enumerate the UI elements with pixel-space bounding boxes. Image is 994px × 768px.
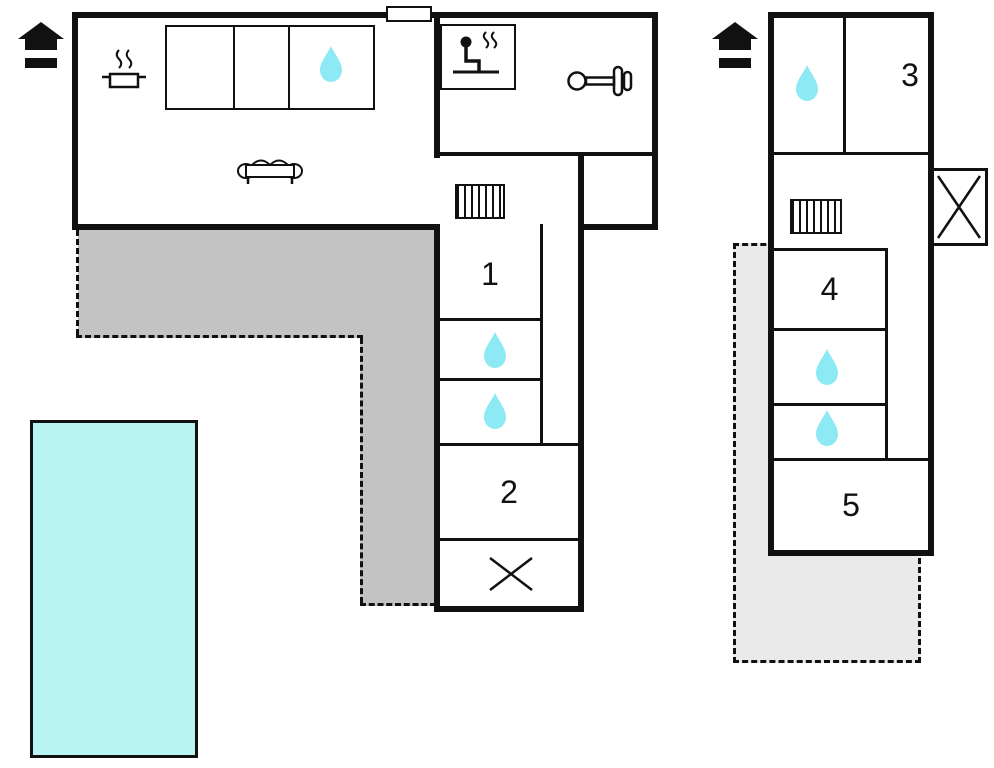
- house-icon: [712, 22, 758, 68]
- annex-interior: [771, 15, 931, 553]
- wall-segment: [771, 152, 931, 155]
- room-3-label: 3: [901, 56, 919, 93]
- terrace: [360, 230, 434, 606]
- swimming-pool: [30, 420, 198, 758]
- room-4-label: 4: [820, 271, 839, 307]
- door: [386, 6, 432, 22]
- wall-segment: [771, 403, 888, 406]
- water-drop-icon: [484, 393, 506, 429]
- wall-segment: [578, 152, 584, 612]
- terrace-edge: [76, 335, 363, 338]
- wall-segment: [434, 606, 584, 612]
- wall-segment: [771, 328, 888, 331]
- closet-divider: [233, 27, 235, 108]
- cross-icon: [489, 557, 533, 591]
- wall-segment: [72, 224, 440, 230]
- house-icon: [18, 22, 64, 68]
- wall-segment: [885, 248, 888, 461]
- closet-divider: [288, 27, 290, 108]
- water-drop-icon: [484, 332, 506, 368]
- sauna-person-icon: [453, 31, 499, 74]
- stairs-icon: [790, 199, 842, 234]
- room-5-label: 5: [842, 487, 860, 523]
- terrace-edge: [76, 230, 79, 335]
- cross-icon: [936, 175, 982, 239]
- water-drop-icon: [320, 46, 342, 82]
- wall-segment: [434, 224, 440, 612]
- wall-segment: [768, 12, 934, 18]
- wall-segment: [440, 538, 578, 541]
- wall-segment: [768, 550, 934, 556]
- water-drop-icon: [816, 349, 838, 385]
- wall-segment: [440, 378, 543, 381]
- dumbbell-icon: [567, 65, 633, 97]
- room-2-label: 2: [500, 473, 518, 510]
- sauna-cabin: [440, 24, 516, 90]
- wall-segment: [434, 152, 658, 156]
- wall-segment: [72, 12, 658, 18]
- terrace-edge: [360, 338, 363, 603]
- wall-segment: [440, 443, 578, 446]
- wall-segment: [652, 12, 658, 230]
- wall-segment: [72, 12, 78, 230]
- wall-segment: [771, 458, 931, 461]
- wall-segment: [928, 12, 934, 556]
- wall-segment: [768, 12, 774, 556]
- terrace-edge: [360, 603, 436, 606]
- room-1-label: 1: [481, 255, 499, 292]
- wall-segment: [440, 318, 543, 321]
- water-drop-icon: [796, 65, 818, 101]
- wall-segment: [434, 12, 440, 158]
- stairs-icon: [455, 184, 505, 219]
- kitchen-pot-icon: [102, 49, 146, 89]
- wall-segment: [540, 224, 543, 446]
- wall-segment: [578, 224, 658, 230]
- water-drop-icon: [816, 410, 838, 446]
- wall-segment: [771, 248, 888, 251]
- sofa-icon: [237, 159, 303, 184]
- wall-segment: [843, 12, 846, 155]
